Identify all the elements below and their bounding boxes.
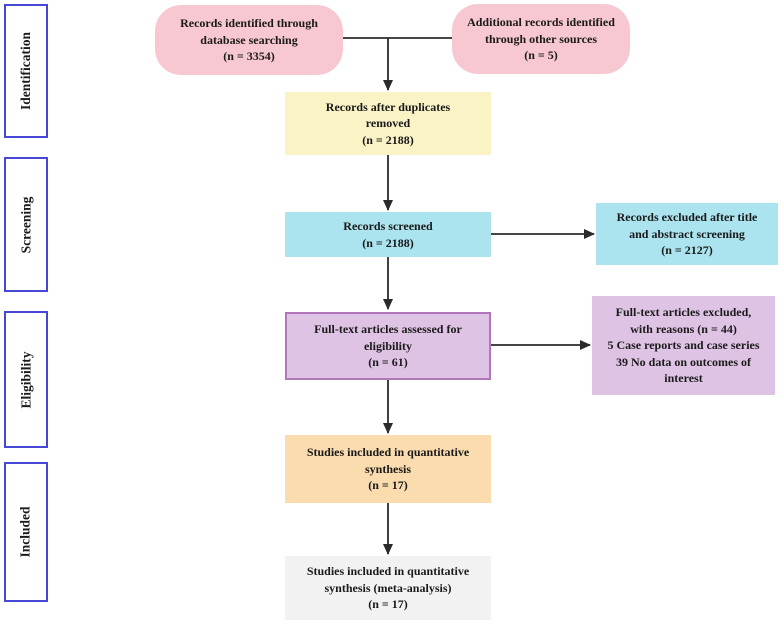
stage-label: Screening [18,196,33,253]
flow-box-fulltext-excluded: Full-text articles excluded, with reason… [592,296,775,395]
stage-label: Eligibility [18,350,34,409]
flow-box-additional-records: Additional records identified through ot… [452,4,630,74]
flow-box-records-screened: Records screened (n = 2188) [285,212,491,257]
stage-included: Included [4,462,48,602]
stage-label: Identification [18,31,34,111]
flow-box-meta-analysis: Studies included in quantitative synthes… [285,556,491,620]
flow-box-records-identified: Records identified through database sear… [155,5,343,75]
flow-box-duplicates-removed: Records after duplicates removed (n = 21… [285,92,491,155]
flow-box-records-excluded: Records excluded after title and abstrac… [596,203,778,265]
stage-screening: Screening [4,157,48,292]
stage-eligibility: Eligibility [4,311,48,448]
flow-box-fulltext-assessed: Full-text articles assessed for eligibil… [285,312,491,380]
stage-label: Included [18,506,33,558]
flow-box-quantitative-synthesis: Studies included in quantitative synthes… [285,435,491,503]
stage-identification: Identification [4,4,48,138]
